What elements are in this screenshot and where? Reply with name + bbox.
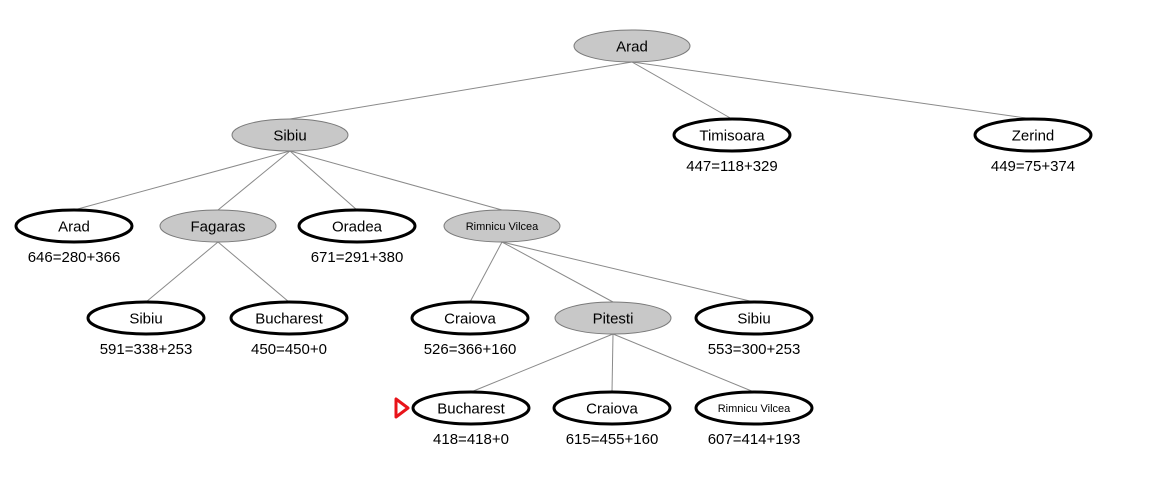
node-cost-label: 553=300+253 — [708, 341, 801, 358]
tree-node-rimnicu-vilcea: Rimnicu Vilcea — [443, 209, 561, 243]
node-ellipse — [411, 390, 531, 426]
node-ellipse — [552, 390, 672, 426]
node-label: Timisoara — [699, 127, 765, 144]
tree-node-arad-root: Arad — [573, 29, 691, 63]
tree-edge — [631, 61, 1034, 120]
node-cost-label: 447=118+329 — [686, 158, 778, 175]
node-label: Sibiu — [273, 127, 306, 144]
tree-edge — [501, 241, 614, 303]
node-label: Sibiu — [737, 310, 770, 327]
node-cost-label: 615=455+160 — [566, 431, 659, 448]
tree-edge — [73, 150, 291, 211]
tree-edge — [289, 150, 503, 211]
tree-node-arad-2: Arad 646=280+366 — [14, 208, 134, 266]
node-ellipse — [554, 301, 672, 335]
node-cost-label: 450=450+0 — [251, 341, 327, 358]
node-cost-label: 591=338+253 — [100, 341, 193, 358]
tree-node-craiova-2: Craiova 615=455+160 — [552, 390, 672, 448]
node-label: Arad — [58, 218, 90, 235]
tree-node-oradea: Oradea 671=291+380 — [297, 208, 417, 266]
node-label: Arad — [616, 38, 648, 55]
node-ellipse — [86, 300, 206, 336]
tree-edge — [612, 333, 755, 393]
node-label: Craiova — [444, 310, 496, 327]
tree-node-bucharest-2: Bucharest 418=418+0 — [394, 390, 531, 448]
node-label: Craiova — [586, 400, 638, 417]
node-ellipse — [973, 117, 1093, 153]
tree-edge — [469, 241, 503, 303]
tree-node-sibiu-3: Sibiu 553=300+253 — [694, 300, 814, 358]
node-ellipse — [231, 118, 349, 152]
node-cost-label: 607=414+193 — [708, 431, 801, 448]
node-label: Sibiu — [129, 310, 162, 327]
node-ellipse — [694, 390, 814, 426]
node-label: Pitesti — [593, 310, 634, 327]
node-label: Bucharest — [437, 400, 505, 417]
tree-node-fagaras: Fagaras — [159, 209, 277, 243]
tree-node-sibiu: Sibiu — [231, 118, 349, 152]
tree-edge — [470, 333, 614, 393]
node-ellipse — [694, 300, 814, 336]
node-ellipse — [410, 300, 530, 336]
node-cost-label: 418=418+0 — [433, 431, 509, 448]
tree-edge — [501, 241, 755, 303]
node-label: Bucharest — [255, 310, 323, 327]
tree-node-sibiu-2: Sibiu 591=338+253 — [86, 300, 206, 358]
node-ellipse — [297, 208, 417, 244]
node-cost-label: 671=291+380 — [311, 249, 404, 266]
node-ellipse — [229, 300, 349, 336]
tree-node-craiova-1: Craiova 526=366+160 — [410, 300, 530, 358]
tree-edge — [289, 150, 358, 211]
tree-edge — [289, 61, 633, 120]
tree-node-pitesti: Pitesti — [554, 301, 672, 335]
tree-edges — [73, 61, 1034, 393]
tree-edge — [145, 241, 219, 303]
node-cost-label: 526=366+160 — [424, 341, 517, 358]
tree-node-zerind: Zerind 449=75+374 — [973, 117, 1093, 175]
node-ellipse — [443, 209, 561, 243]
tree-edge — [217, 241, 290, 303]
node-label: Rimnicu Vilcea — [466, 221, 539, 233]
tree-node-timisoara: Timisoara 447=118+329 — [672, 117, 792, 175]
tree-edge — [217, 150, 291, 211]
tree-edge — [611, 333, 614, 393]
node-label: Zerind — [1012, 127, 1055, 144]
node-ellipse — [672, 117, 792, 153]
tree-node-bucharest-1: Bucharest 450=450+0 — [229, 300, 349, 358]
node-cost-label: 646=280+366 — [28, 249, 121, 266]
goal-marker-icon — [394, 397, 410, 419]
node-label: Fagaras — [190, 218, 245, 235]
node-ellipse — [159, 209, 277, 243]
node-ellipse — [573, 29, 691, 63]
node-ellipse — [14, 208, 134, 244]
tree-edge — [631, 61, 733, 120]
tree-node-rimnicu-vilcea-2: Rimnicu Vilcea 607=414+193 — [694, 390, 814, 448]
node-label: Rimnicu Vilcea — [718, 403, 791, 415]
node-label: Oradea — [332, 218, 383, 235]
node-cost-label: 449=75+374 — [991, 158, 1075, 175]
